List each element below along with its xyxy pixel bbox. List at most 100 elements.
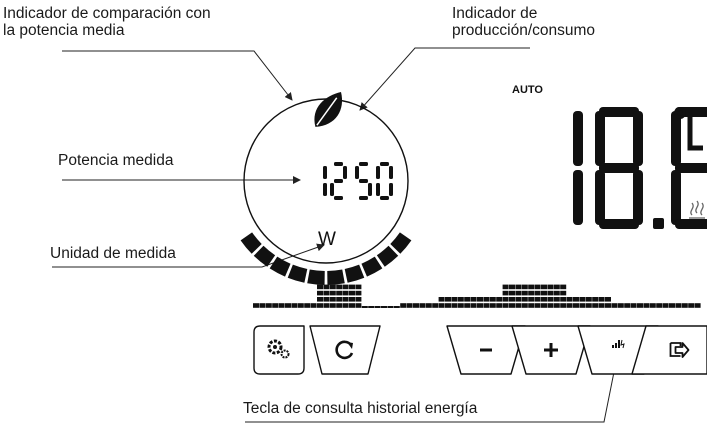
- history-bar: [355, 284, 362, 308]
- label-production-indicator: Indicador de producción/consumo: [452, 5, 596, 39]
- segment-a: [599, 107, 639, 117]
- history-bar: [617, 303, 624, 308]
- history-bar: [387, 306, 394, 308]
- digit-2: [330, 162, 347, 200]
- label-history-key: Tecla de consulta historial energía: [243, 400, 478, 417]
- segment-a: [380, 162, 389, 166]
- history-bar: [406, 303, 413, 308]
- history-bar: [361, 306, 368, 308]
- power-value: [323, 162, 393, 200]
- segment-d: [380, 196, 389, 200]
- leaf-icon: [314, 92, 342, 127]
- history-bar: [566, 297, 573, 308]
- history-bar: [585, 297, 592, 308]
- arc-segment: [240, 232, 262, 254]
- history-bar: [560, 284, 567, 308]
- leader-history-key: [245, 361, 617, 423]
- digit-5: [355, 162, 372, 200]
- history-bar: [291, 303, 298, 308]
- segment-e: [330, 183, 334, 196]
- segment-c: [368, 183, 372, 196]
- history-bar: [521, 284, 528, 308]
- history-bar: [470, 297, 477, 308]
- segment-e: [671, 170, 681, 225]
- label-unit-of-measure: Unidad de medida: [50, 245, 176, 262]
- leader-production: [359, 47, 530, 111]
- history-bar: [547, 284, 554, 308]
- segment-b: [343, 166, 347, 179]
- heating-icon: [689, 200, 705, 219]
- segment-g: [359, 179, 368, 183]
- history-bar: [419, 303, 426, 308]
- history-bar: [272, 303, 279, 308]
- segment-d: [675, 219, 707, 229]
- history-bar: [598, 297, 605, 308]
- history-bar: [259, 303, 266, 308]
- history-bar: [573, 297, 579, 308]
- history-bar: [681, 303, 688, 308]
- history-bar: [688, 303, 695, 308]
- history-bar: [643, 303, 650, 308]
- settings-key[interactable]: [253, 325, 305, 375]
- history-bar: [579, 297, 586, 308]
- history-bar: [445, 297, 451, 308]
- digit-1: [573, 111, 583, 225]
- history-bar: [662, 303, 669, 308]
- segment-g: [675, 163, 707, 173]
- history-bar: [656, 303, 663, 308]
- history-bar: [541, 284, 547, 308]
- history-bar: [297, 303, 304, 308]
- segment-c: [573, 170, 583, 225]
- history-bar: [310, 303, 317, 308]
- history-bar: [515, 284, 522, 308]
- history-bar: [349, 284, 355, 308]
- digit-1: [323, 166, 327, 196]
- arc-segment: [307, 269, 325, 285]
- minus-icon: [480, 348, 492, 352]
- leader-comparison: [62, 50, 293, 101]
- plus-key[interactable]: [511, 325, 591, 375]
- segment-f: [355, 166, 359, 179]
- leader-unit: [52, 243, 325, 268]
- history-bar: [630, 303, 637, 308]
- history-bar: [400, 303, 407, 308]
- segment-c: [323, 183, 327, 196]
- minus-key[interactable]: [446, 325, 526, 375]
- history-bar: [265, 303, 272, 308]
- energy-history-icon: [612, 339, 625, 349]
- segment-c: [389, 183, 393, 196]
- segment-d: [359, 196, 368, 200]
- history-bar: [451, 297, 458, 308]
- history-bar: [304, 303, 311, 308]
- arc-segment: [327, 269, 345, 285]
- segment-d: [599, 219, 639, 229]
- segment-a: [334, 162, 343, 166]
- history-bar: [489, 297, 496, 308]
- history-bar: [675, 303, 682, 308]
- history-bar: [374, 306, 381, 308]
- decimal-point: [653, 218, 664, 229]
- history-bar: [611, 303, 618, 308]
- refresh-key[interactable]: [309, 325, 381, 375]
- segment-e: [376, 183, 380, 196]
- gears-icon: [267, 339, 290, 359]
- history-bar: [432, 303, 439, 308]
- arc-segment: [253, 245, 276, 267]
- history-bar: [669, 303, 675, 308]
- segment-b: [323, 166, 327, 179]
- history-bar: [329, 284, 336, 308]
- history-bar: [464, 297, 471, 308]
- exit-key[interactable]: [631, 325, 707, 375]
- segment-a: [359, 162, 368, 166]
- history-bar: [509, 284, 515, 308]
- history-bar: [649, 303, 656, 308]
- segment-b: [633, 111, 643, 166]
- segment-d: [334, 196, 343, 200]
- history-bar: [477, 297, 483, 308]
- exit-icon: [669, 342, 690, 358]
- history-bar: [278, 303, 285, 308]
- history-bar: [413, 303, 419, 308]
